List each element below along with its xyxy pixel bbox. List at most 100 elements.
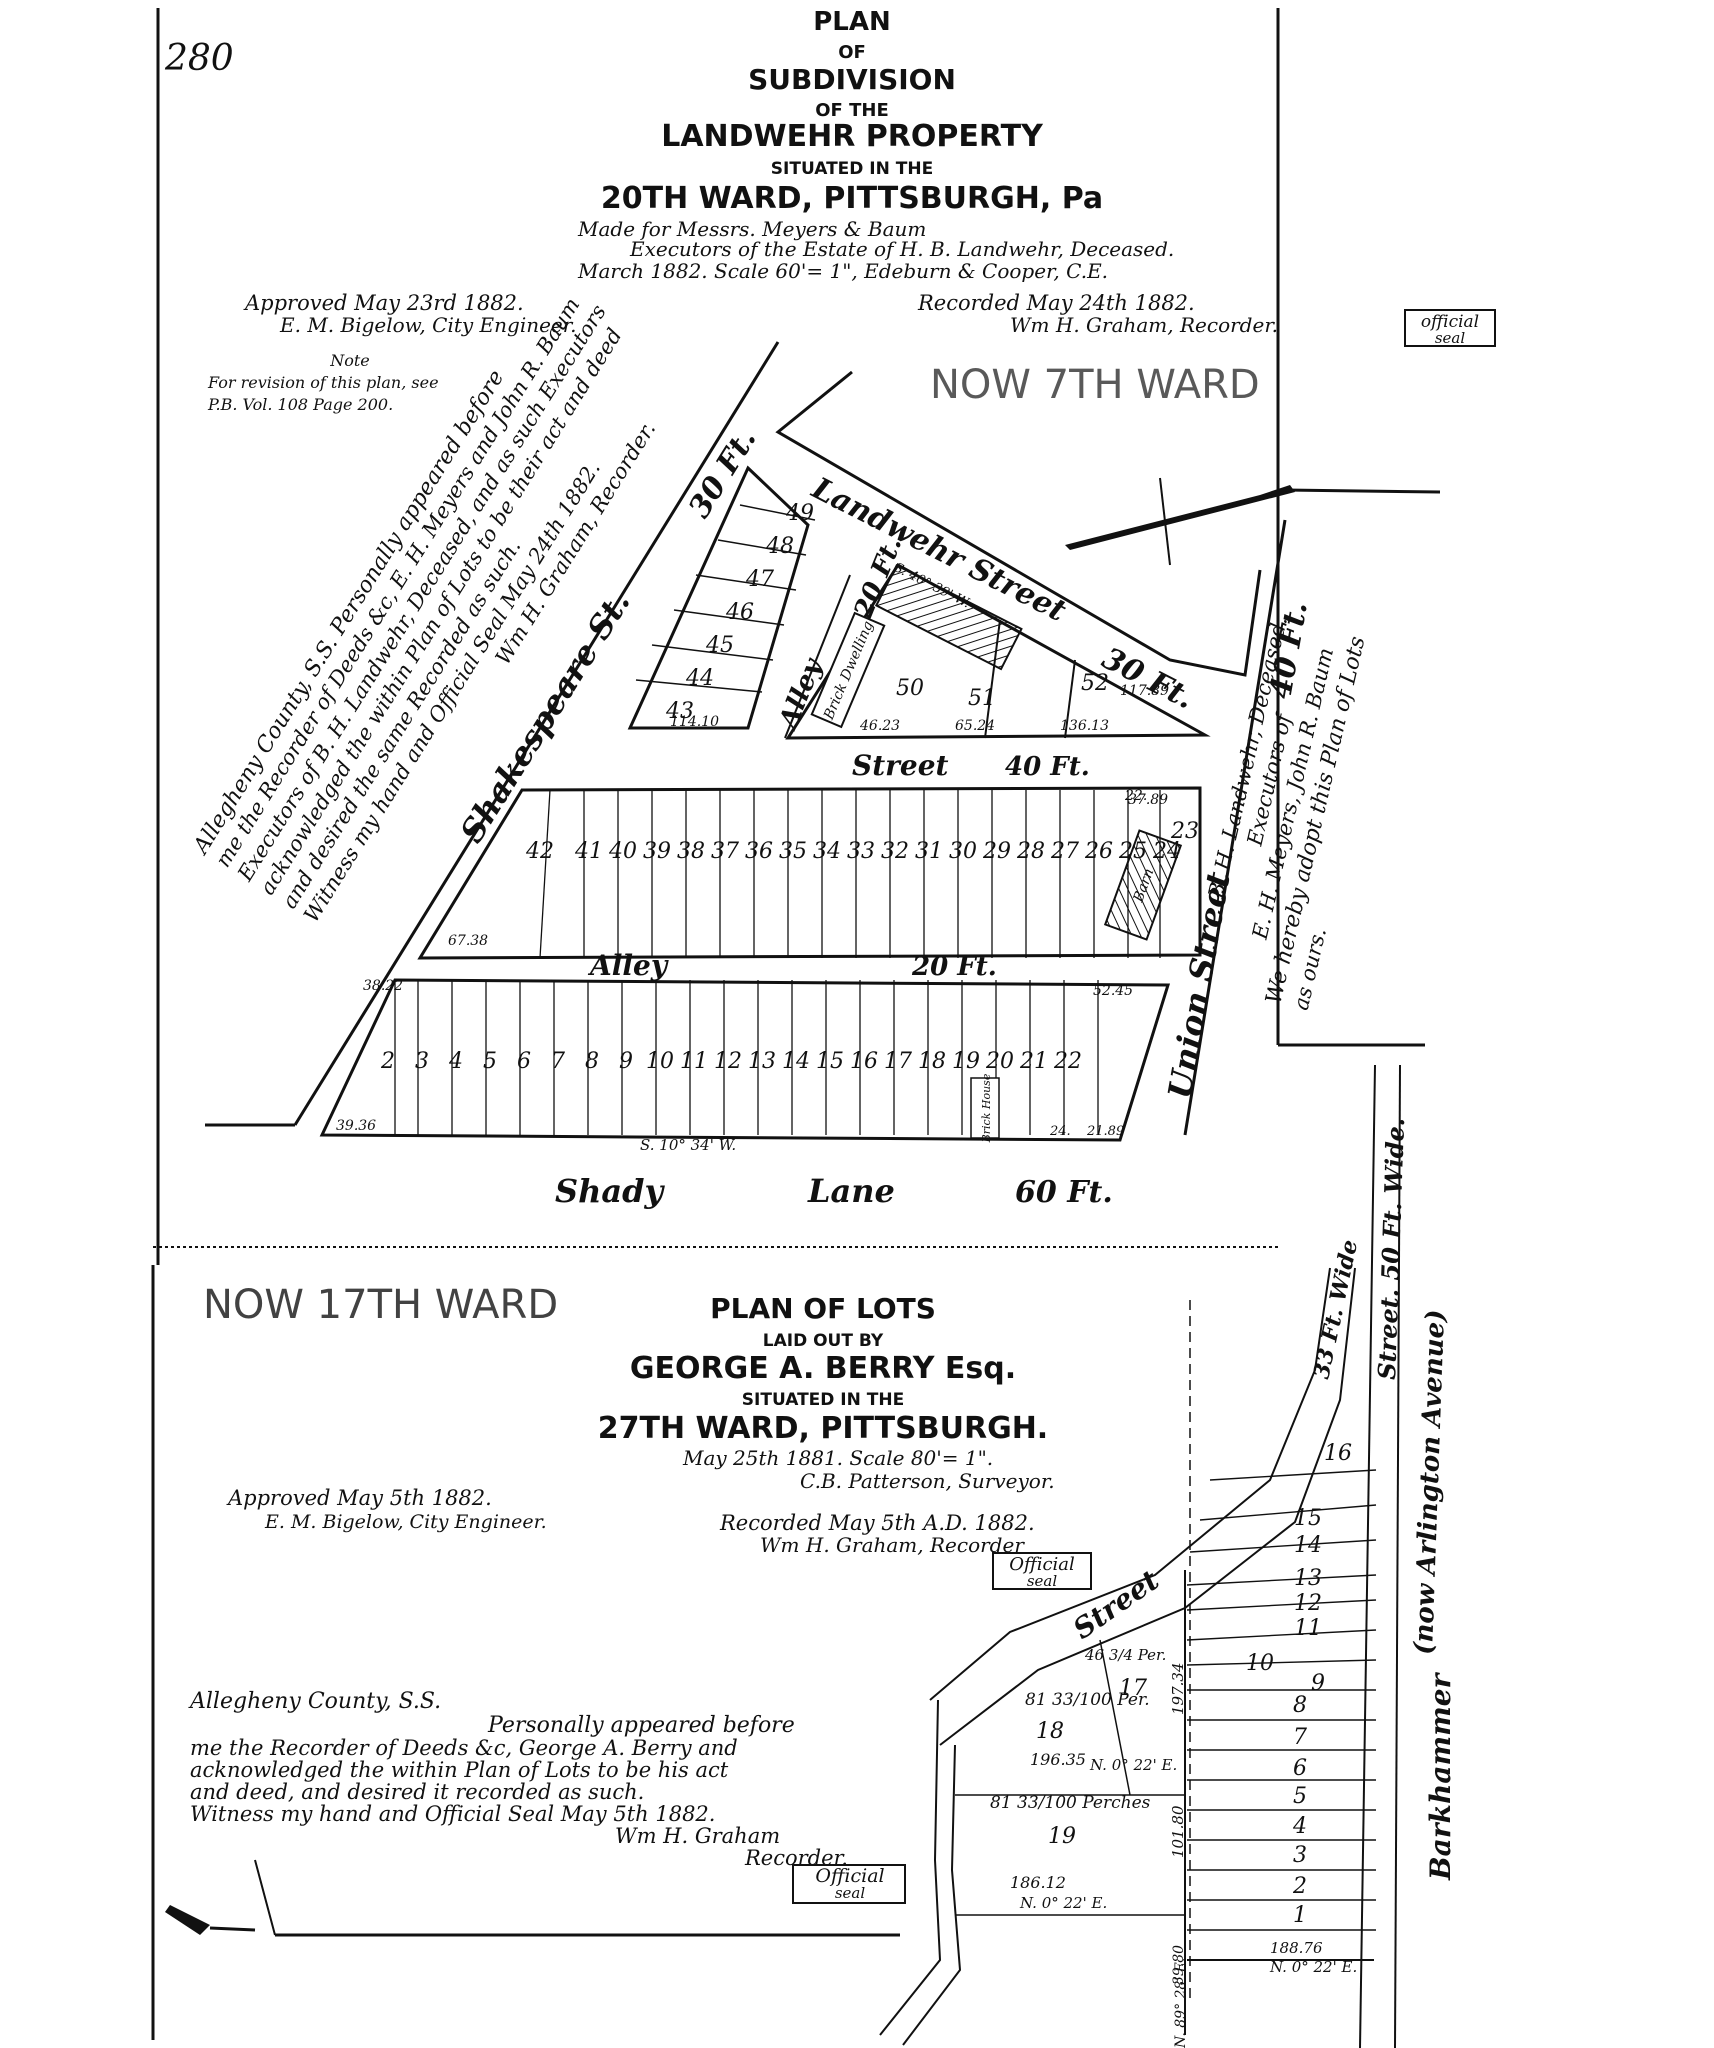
svg-text:N. 0° 22' E.: N. 0° 22' E.: [1089, 1756, 1177, 1774]
svg-text:E. M. Bigelow, City Engineer.: E. M. Bigelow, City Engineer.: [279, 313, 576, 337]
page-borders: [151, 8, 1425, 2040]
barkhammer-label: Barkhammer: [1424, 1671, 1457, 1881]
svg-text:seal: seal: [1435, 329, 1466, 347]
top-title-block: PLAN OF SUBDIVISION OF THE LANDWEHR PROP…: [577, 7, 1174, 283]
svg-text:Official: Official: [815, 1865, 884, 1887]
svg-text:PLAN OF LOTS: PLAN OF LOTS: [710, 1292, 936, 1325]
lot-number: 43: [665, 699, 694, 724]
lot-number: 10: [1246, 1651, 1274, 1676]
street-40-label: Street: [852, 749, 949, 782]
lot-number: 15: [816, 1049, 844, 1074]
svg-text:39.80: 39.80: [1171, 1945, 1187, 1985]
lot-number: 22: [1053, 1049, 1082, 1074]
lot-number: 27: [1050, 839, 1079, 864]
lot-number: 13: [748, 1049, 776, 1074]
svg-text:S. 10° 34' W.: S. 10° 34' W.: [640, 1136, 736, 1154]
building-barn: Barn: [1103, 829, 1183, 941]
bottom-plan-lines: [165, 1064, 1401, 2048]
lot-number: 48: [765, 534, 794, 559]
shady-lane-label-1: Shady: [555, 1172, 665, 1210]
svg-text:me the Recorder of Deeds &c, G: me the Recorder of Deeds &c, George A. B…: [190, 1736, 738, 1760]
lot-number: 3: [1293, 1843, 1307, 1868]
lot-number: 10: [646, 1049, 674, 1074]
lot-number: 11: [1294, 1616, 1322, 1641]
svg-text:official: official: [1421, 312, 1479, 332]
lot-number: 20: [985, 1049, 1014, 1074]
made-for-line-1: Made for Messrs. Meyers & Baum: [577, 217, 926, 241]
lot-number: 6: [1293, 1756, 1307, 1781]
lot-number: 4: [1292, 1814, 1307, 1839]
lot-number: 19: [1048, 1824, 1076, 1849]
svg-text:188.76: 188.76: [1270, 1939, 1323, 1957]
svg-text:46 3/4 Per.: 46 3/4 Per.: [1084, 1646, 1166, 1664]
svg-text:46.23: 46.23: [859, 718, 900, 734]
svg-text:117.89: 117.89: [1120, 683, 1169, 699]
svg-text:Recorded May 5th A.D. 1882.: Recorded May 5th A.D. 1882.: [719, 1511, 1035, 1535]
bottom-acknowledgment: Allegheny County, S.S. Personally appear…: [188, 1689, 848, 1870]
svg-text:Recorded May 24th 1882.: Recorded May 24th 1882.: [917, 291, 1195, 315]
svg-text:Wm H. Graham, Recorder: Wm H. Graham, Recorder: [760, 1533, 1025, 1557]
lot-number: 14: [782, 1049, 810, 1074]
lot-number: 25: [1118, 839, 1147, 864]
svg-text:seal: seal: [835, 1884, 866, 1902]
lot-number: 42: [525, 839, 554, 864]
lot-number: 8: [1293, 1693, 1307, 1718]
svg-text:N. 89° 28' E.: N. 89° 28' E.: [1173, 1958, 1189, 2048]
svg-text:LAID OUT BY: LAID OUT BY: [763, 1331, 884, 1351]
lot-number: 15: [1294, 1506, 1322, 1531]
svg-text:Personally appeared before: Personally appeared before: [487, 1713, 795, 1738]
shakespeare-street-width: 30 Ft.: [682, 423, 764, 524]
svg-text:22.: 22.: [1124, 788, 1147, 804]
svg-text:101.80: 101.80: [1169, 1805, 1187, 1858]
lot-number: 23: [1170, 819, 1199, 844]
svg-text:197.34: 197.34: [1169, 1663, 1187, 1716]
lot-number: 19: [952, 1049, 980, 1074]
alley-mid-label: Alley: [587, 949, 669, 982]
landwehr-street-width: 30 Ft.: [1096, 641, 1199, 717]
lot-number: 3: [415, 1049, 429, 1074]
lot-number: 29: [982, 839, 1011, 864]
svg-text:Brick House: Brick House: [980, 1073, 993, 1143]
top-recorded: Recorded May 24th 1882. Wm H. Graham, Re…: [917, 291, 1278, 337]
lot-number: 47: [745, 567, 774, 592]
top-title-line-4: OF THE: [815, 100, 889, 121]
lot-number: 11: [680, 1049, 708, 1074]
top-title-line-7: 20TH WARD, PITTSBURGH, Pa: [601, 181, 1103, 216]
lot-number: 50: [896, 676, 924, 701]
building-brick-house: Brick House: [970, 1073, 1000, 1143]
svg-text:Wm H. Graham, Recorder.: Wm H. Graham, Recorder.: [1010, 313, 1278, 337]
svg-text:Wm H. Graham: Wm H. Graham: [615, 1824, 780, 1848]
top-title-line-2: OF: [838, 42, 866, 63]
svg-text:27TH WARD, PITTSBURGH.: 27TH WARD, PITTSBURGH.: [598, 1411, 1048, 1446]
arlington-street-label: Street. 50 Ft. Wide.: [1372, 1117, 1410, 1380]
lot-number: 33: [847, 839, 875, 864]
svg-text:N. 0° 22' E.: N. 0° 22' E.: [1019, 1894, 1107, 1912]
svg-text:Approved May 23rd 1882.: Approved May 23rd 1882.: [243, 291, 524, 315]
lot-number: 39: [643, 839, 671, 864]
lot-number: 45: [705, 633, 734, 658]
top-title-line-3: SUBDIVISION: [748, 63, 956, 96]
lot-number: 17: [884, 1049, 912, 1074]
bottom-title-block: PLAN OF LOTS LAID OUT BY GEORGE A. BERRY…: [598, 1292, 1055, 1493]
union-street-label: Union Street: [1160, 869, 1237, 1102]
bottom-official-seal-2: Official seal: [792, 1864, 906, 1904]
lot-number: 13: [1294, 1566, 1322, 1591]
lot-number: 7: [1293, 1725, 1307, 1750]
svg-text:52.45: 52.45: [1093, 983, 1133, 999]
svg-text:Witness my hand and Official S: Witness my hand and Official Seal May 5t…: [190, 1802, 715, 1826]
lot-number: 52: [1081, 671, 1109, 696]
lot-number: 46: [725, 600, 754, 625]
svg-text:Note: Note: [329, 351, 370, 370]
made-for-line-3: March 1882. Scale 60'= 1", Edeburn & Coo…: [577, 259, 1108, 283]
revision-note: Note For revision of this plan, see P.B.…: [207, 351, 439, 414]
svg-text:C.B. Patterson, Surveyor.: C.B. Patterson, Surveyor.: [800, 1469, 1055, 1493]
svg-text:136.13: 136.13: [1060, 718, 1109, 734]
lot-number: 51: [968, 686, 996, 711]
svg-text:SITUATED IN THE: SITUATED IN THE: [742, 1390, 904, 1410]
lot-number: 16: [1324, 1441, 1352, 1466]
svg-text:114.10: 114.10: [670, 714, 719, 730]
lot-number: 9: [1311, 1671, 1325, 1696]
